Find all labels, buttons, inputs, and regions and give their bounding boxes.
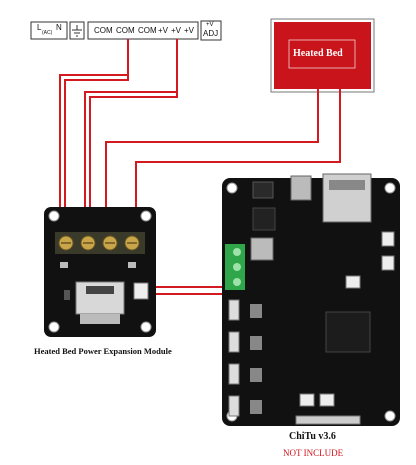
psu-terminal-pos-2: +V bbox=[171, 26, 182, 35]
wire-bed-1 bbox=[105, 89, 319, 215]
not-include-note: NOT INCLUDE bbox=[283, 448, 344, 458]
psu-adj-bottom-label: ADJ bbox=[203, 29, 219, 38]
heated-bed-label: Heated Bed bbox=[293, 48, 343, 59]
wire-bed-2 bbox=[135, 89, 341, 215]
board-caption: ChiTu v3.6 bbox=[289, 431, 336, 442]
screw-terminal-block bbox=[55, 232, 145, 254]
psu-terminal-pos-3: +V bbox=[184, 26, 195, 35]
ground-icon bbox=[72, 25, 82, 37]
heated-bed bbox=[270, 18, 375, 93]
psu-line-sub-label: (AC) bbox=[42, 30, 53, 36]
expansion-module bbox=[44, 207, 156, 337]
psu-neutral-label: N bbox=[56, 23, 62, 32]
wire-psu-com bbox=[59, 39, 129, 215]
module-caption: Heated Bed Power Expansion Module bbox=[34, 346, 172, 356]
wire-psu-com-2 bbox=[64, 39, 129, 215]
psu-terminal-pos-1: +V bbox=[158, 26, 169, 35]
wire-psu-pos bbox=[84, 39, 178, 215]
psu-line-label: L bbox=[37, 23, 42, 32]
psu-terminal-com-1: COM bbox=[94, 26, 113, 35]
psu-terminal-com-3: COM bbox=[138, 26, 157, 35]
psu-terminal-com-2: COM bbox=[116, 26, 135, 35]
wires bbox=[59, 39, 341, 295]
wire-psu-pos-2 bbox=[89, 39, 178, 215]
psu-adj-top-label: +V bbox=[206, 22, 214, 28]
power-supply-terminal-strip bbox=[30, 20, 222, 41]
chitu-board bbox=[222, 173, 400, 426]
board-power-terminal bbox=[225, 244, 245, 290]
